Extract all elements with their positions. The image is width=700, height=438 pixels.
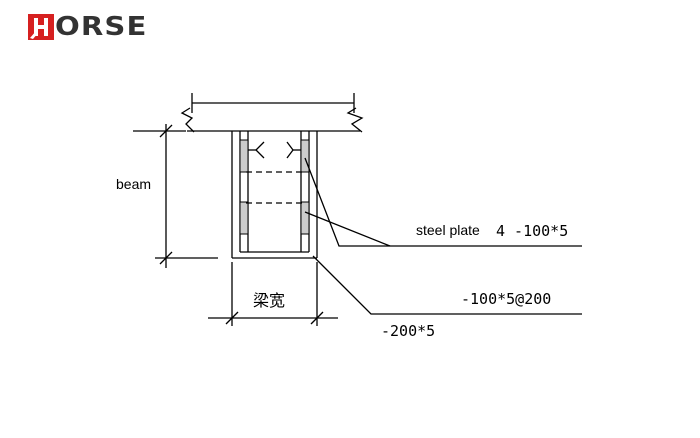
logo-text: ORSE [55,12,148,42]
steel-plate-spec: 4 -100*5 [496,222,568,240]
bolt-lines [246,171,304,204]
stirrup-plate-label: -100*5@200 [461,290,551,308]
steel-plate-label: steel plate [416,222,480,238]
beam-height-label: beam [116,176,151,192]
height-dimension [133,124,218,268]
bottom-plate-label: -200*5 [381,322,435,340]
steel-plate-upper-left [239,139,249,173]
steel-plates [239,139,310,235]
slab [180,93,364,133]
width-dimension [208,262,338,326]
steel-plate-lower-left [239,201,249,235]
steel-plate-lower-right [300,201,310,235]
steel-plate-upper-right [300,139,310,173]
beam-width-label: 梁宽 [253,291,285,310]
weld-symbols [248,141,301,159]
leader-lines [304,157,582,315]
horse-h-icon [28,14,54,40]
brand-logo: ORSE [28,14,146,40]
